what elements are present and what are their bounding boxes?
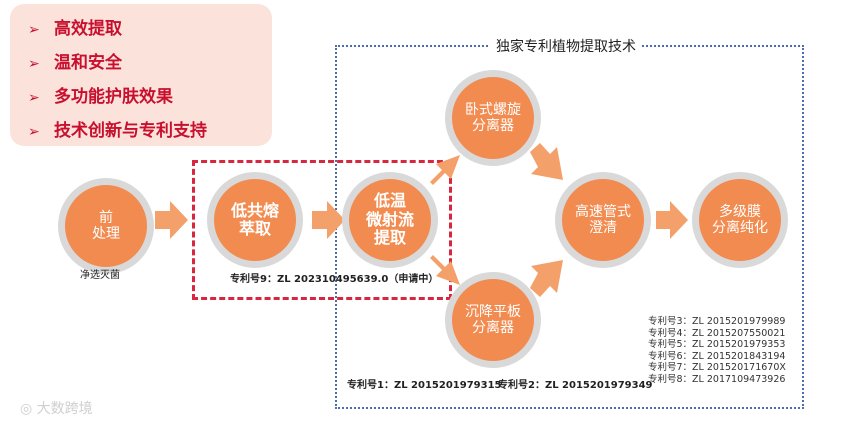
watermark: ◎ 大数跨境 <box>20 398 93 418</box>
node-label: 分离器 <box>472 320 514 336</box>
benefit-label: 高效提取 <box>54 19 122 39</box>
node-label: 澄清 <box>589 220 617 236</box>
arrow-settling-to-tube <box>530 260 563 297</box>
node-label: 沉降平板 <box>465 303 521 320</box>
node-label: 分离器 <box>472 118 514 134</box>
patent-entry: 专利号5：ZL 2015201979353 <box>648 339 786 350</box>
patent-list: 专利号3：ZL 2015201979989 专利号4：ZL 2015207550… <box>648 316 786 385</box>
arrow-microwave-to-settling <box>430 255 460 285</box>
node-label: 萃取 <box>238 219 271 238</box>
patent-entry: 专利号8：ZL 2017109473926 <box>648 373 786 385</box>
benefit-label: 技术创新与专利支持 <box>54 121 207 141</box>
node-label: 提取 <box>373 228 406 248</box>
node-microwave-extraction: 低温 微射流 提取 <box>342 172 438 268</box>
node-low-melt-extraction: 低共熔 萃取 <box>207 172 303 268</box>
patent9-caption: 专利号9：ZL 202310495639.0（申请中） <box>230 274 439 285</box>
benefit-label: 多功能护肤效果 <box>54 87 173 107</box>
node-pretreatment: 前 处理 <box>58 178 154 274</box>
benefit-item: ➢ 多功能护肤效果 <box>28 82 173 107</box>
node-tube-clarifier: 高速管式 澄清 <box>555 172 651 268</box>
watermark-text: 大数跨境 <box>36 401 93 417</box>
patent-entry: 专利号4：ZL 2015207550021 <box>648 327 786 339</box>
benefit-label: 温和安全 <box>54 53 122 73</box>
node-label: 高速管式 <box>575 203 631 220</box>
arrow-tube-to-membrane <box>656 201 688 239</box>
frame-title: 独家专利植物提取技术 <box>490 36 642 56</box>
arrow-horizontal-to-tube <box>530 143 563 180</box>
node-label: 分离纯化 <box>712 220 768 236</box>
arrow-microwave-to-horizontal <box>430 155 460 185</box>
node-label: 前 <box>99 209 113 226</box>
node-settling-separator: 沉降平板 分离器 <box>445 272 541 368</box>
benefits-panel: ➢ 高效提取 ➢ 温和安全 ➢ 多功能护肤效果 ➢ 技术创新与专利支持 <box>10 4 272 146</box>
patent-entry: 专利号7：ZL 201520171670X <box>648 362 786 373</box>
arrow-lowmelt-to-microwave <box>312 201 345 239</box>
arrow-pre-to-lowmelt <box>155 201 188 239</box>
logo-icon: ◎ <box>20 401 33 417</box>
node-horizontal-separator: 卧式螺旋 分离器 <box>445 70 541 166</box>
benefit-item: ➢ 高效提取 <box>28 14 122 39</box>
highlight-box <box>192 160 452 300</box>
benefit-item: ➢ 温和安全 <box>28 48 122 73</box>
node-label: 多级膜 <box>719 203 761 220</box>
benefit-item: ➢ 技术创新与专利支持 <box>28 116 207 141</box>
node-label: 微射流 <box>365 209 414 229</box>
arrow-right-icon: ➢ <box>28 90 40 106</box>
patent2-caption: 专利号2：ZL 2015201979349 <box>498 380 653 391</box>
arrow-right-icon: ➢ <box>28 124 40 140</box>
pre-caption: 净选灭菌 <box>80 270 120 281</box>
arrow-right-icon: ➢ <box>28 22 40 38</box>
patent-entry: 专利号6：ZL 2015201843194 <box>648 350 786 362</box>
patent-entry: 专利号3：ZL 2015201979989 <box>648 316 786 327</box>
patent1-caption: 专利号1：ZL 2015201979315 <box>347 380 502 391</box>
arrow-right-icon: ➢ <box>28 56 40 72</box>
node-label: 低温 <box>373 191 406 211</box>
node-membrane-purification: 多级膜 分离纯化 <box>692 172 788 268</box>
node-label: 低共熔 <box>230 200 279 220</box>
node-label: 卧式螺旋 <box>465 101 521 118</box>
node-label: 处理 <box>92 226 120 242</box>
